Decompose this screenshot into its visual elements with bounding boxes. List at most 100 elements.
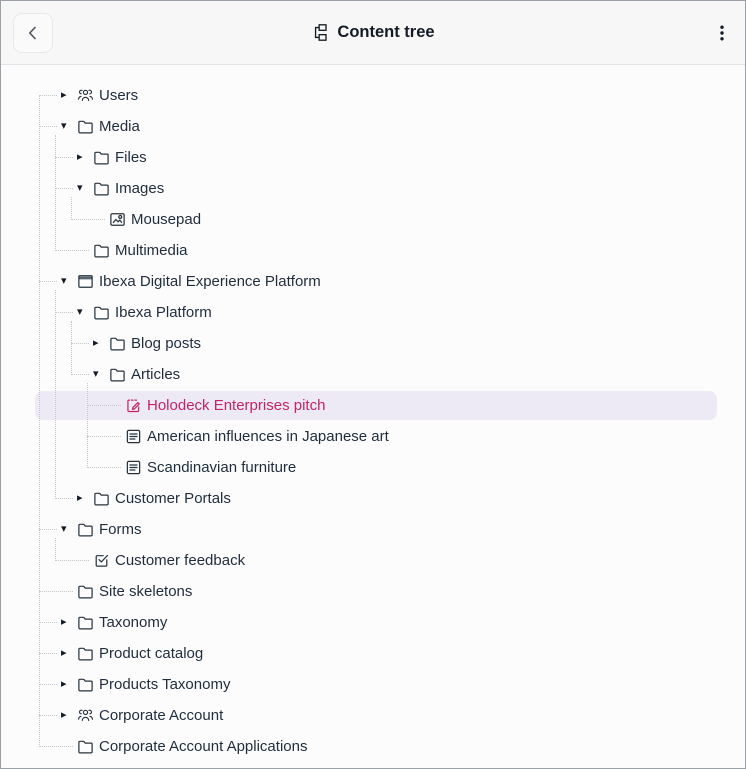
article-icon: [125, 428, 142, 445]
tree-connector-line: [71, 343, 89, 344]
folder-icon: [77, 676, 94, 693]
tree-item-scandinavian-furniture[interactable]: Scandinavian furniture: [1, 452, 745, 483]
tree-connector-line: [39, 746, 73, 747]
tree-item-ibexa-dxp[interactable]: ▾ Ibexa Digital Experience Platform: [1, 266, 745, 297]
tree-item-label: Scandinavian furniture: [147, 459, 297, 476]
tree-connector-line: [39, 684, 57, 685]
tree-item-label: Forms: [99, 521, 142, 538]
tree-item-users[interactable]: ▸ Users: [1, 80, 745, 111]
tree-connector-line: [39, 715, 57, 716]
tree-item-customer-feedback[interactable]: Customer feedback: [1, 545, 745, 576]
tree-item-customer-portals[interactable]: ▸ Customer Portals: [1, 483, 745, 514]
tree-item-products-taxonomy[interactable]: ▸ Products Taxonomy: [1, 669, 745, 700]
folder-icon: [93, 149, 110, 166]
tree-item-label: Blog posts: [131, 335, 202, 352]
expander-expanded-icon[interactable]: ▾: [77, 182, 83, 194]
tree-connector-line: [39, 95, 57, 96]
expander-collapsed-icon[interactable]: ▸: [61, 678, 67, 690]
expander-expanded-icon[interactable]: ▾: [93, 368, 99, 380]
folder-icon: [109, 335, 126, 352]
tree-item-label: Ibexa Platform: [115, 304, 212, 321]
tree-connector-line: [55, 250, 89, 251]
kebab-menu-button[interactable]: [707, 13, 737, 53]
folder-icon: [77, 738, 94, 755]
tree-connector-line: [87, 436, 121, 437]
tree-item-label: Site skeletons: [99, 583, 193, 600]
kebab-menu-icon: [713, 23, 731, 43]
tree-connector-line: [39, 529, 57, 530]
panel-title-label: Content tree: [337, 23, 435, 41]
form-check-icon: [93, 552, 110, 569]
tree-item-ibexa-platform[interactable]: ▾ Ibexa Platform: [1, 297, 745, 328]
tree-connector-line: [39, 591, 73, 592]
expander-expanded-icon[interactable]: ▾: [77, 306, 83, 318]
article-edit-icon: [125, 397, 142, 414]
tree-item-label: Images: [115, 180, 165, 197]
expander-collapsed-icon[interactable]: ▸: [61, 709, 67, 721]
tree-connector-line: [55, 157, 73, 158]
tree-connector-line: [87, 405, 121, 406]
content-tree-header: Content tree: [1, 1, 745, 65]
user-group-icon: [77, 707, 94, 724]
back-button[interactable]: [13, 13, 53, 53]
tree-item-multimedia[interactable]: Multimedia: [1, 235, 745, 266]
tree-item-label: Corporate Account: [99, 707, 224, 724]
tree-item-product-catalog[interactable]: ▸ Product catalog: [1, 638, 745, 669]
folder-icon: [93, 242, 110, 259]
tree-item-label: Mousepad: [131, 211, 202, 228]
user-group-icon: [77, 87, 94, 104]
folder-icon: [77, 118, 94, 135]
expander-expanded-icon[interactable]: ▾: [61, 120, 67, 132]
folder-icon: [77, 614, 94, 631]
tree-connector-line: [39, 281, 57, 282]
expander-collapsed-icon[interactable]: ▸: [61, 616, 67, 628]
tree-connector-line: [39, 622, 57, 623]
folder-icon: [93, 304, 110, 321]
expander-collapsed-icon[interactable]: ▸: [61, 89, 67, 101]
tree-connector-line: [55, 560, 89, 561]
tree-item-corporate-account-applications[interactable]: Corporate Account Applications: [1, 731, 745, 762]
tree-item-label: Articles: [131, 366, 181, 383]
folder-icon: [77, 645, 94, 662]
expander-expanded-icon[interactable]: ▾: [61, 275, 67, 287]
expander-collapsed-icon[interactable]: ▸: [77, 151, 83, 163]
tree-item-files[interactable]: ▸ Files: [1, 142, 745, 173]
tree-item-label: Multimedia: [115, 242, 188, 259]
tree-item-american-influences[interactable]: American influences in Japanese art: [1, 421, 745, 452]
folder-icon: [93, 490, 110, 507]
expander-collapsed-icon[interactable]: ▸: [93, 337, 99, 349]
tree-item-holodeck-enterprises-pitch[interactable]: Holodeck Enterprises pitch: [1, 390, 745, 421]
tree-item-articles[interactable]: ▾ Articles: [1, 359, 745, 390]
expander-collapsed-icon[interactable]: ▸: [61, 647, 67, 659]
tree-item-media[interactable]: ▾ Media: [1, 111, 745, 142]
tree-connector-line: [71, 374, 89, 375]
tree-item-corporate-account[interactable]: ▸ Corporate Account: [1, 700, 745, 731]
tree-item-forms[interactable]: ▾ Forms: [1, 514, 745, 545]
tree-item-blog-posts[interactable]: ▸ Blog posts: [1, 328, 745, 359]
tree-item-taxonomy[interactable]: ▸ Taxonomy: [1, 607, 745, 638]
tree-item-images[interactable]: ▾ Images: [1, 173, 745, 204]
tree-connector-line: [55, 312, 73, 313]
tree-item-label: American influences in Japanese art: [147, 428, 389, 445]
tree-item-site-skeletons[interactable]: Site skeletons: [1, 576, 745, 607]
tree-connector-line: [39, 126, 57, 127]
folder-icon: [109, 366, 126, 383]
expander-expanded-icon[interactable]: ▾: [61, 523, 67, 535]
tree-item-label: Holodeck Enterprises pitch: [147, 397, 326, 414]
site-window-icon: [77, 273, 94, 290]
tree-item-label: Files: [115, 149, 147, 166]
article-icon: [125, 459, 142, 476]
tree-item-label: Products Taxonomy: [99, 676, 231, 693]
expander-collapsed-icon[interactable]: ▸: [77, 492, 83, 504]
content-tree-icon: [311, 23, 330, 42]
tree-connector-line: [71, 219, 105, 220]
folder-icon: [93, 180, 110, 197]
tree-item-mousepad[interactable]: Mousepad: [1, 204, 745, 235]
tree-item-label: Customer feedback: [115, 552, 246, 569]
tree-item-label: Users: [99, 87, 139, 104]
image-icon: [109, 211, 126, 228]
panel-title: Content tree: [1, 23, 745, 42]
tree-connector-line: [55, 188, 73, 189]
tree-item-label: Corporate Account Applications: [99, 738, 308, 755]
tree-item-label: Media: [99, 118, 140, 135]
